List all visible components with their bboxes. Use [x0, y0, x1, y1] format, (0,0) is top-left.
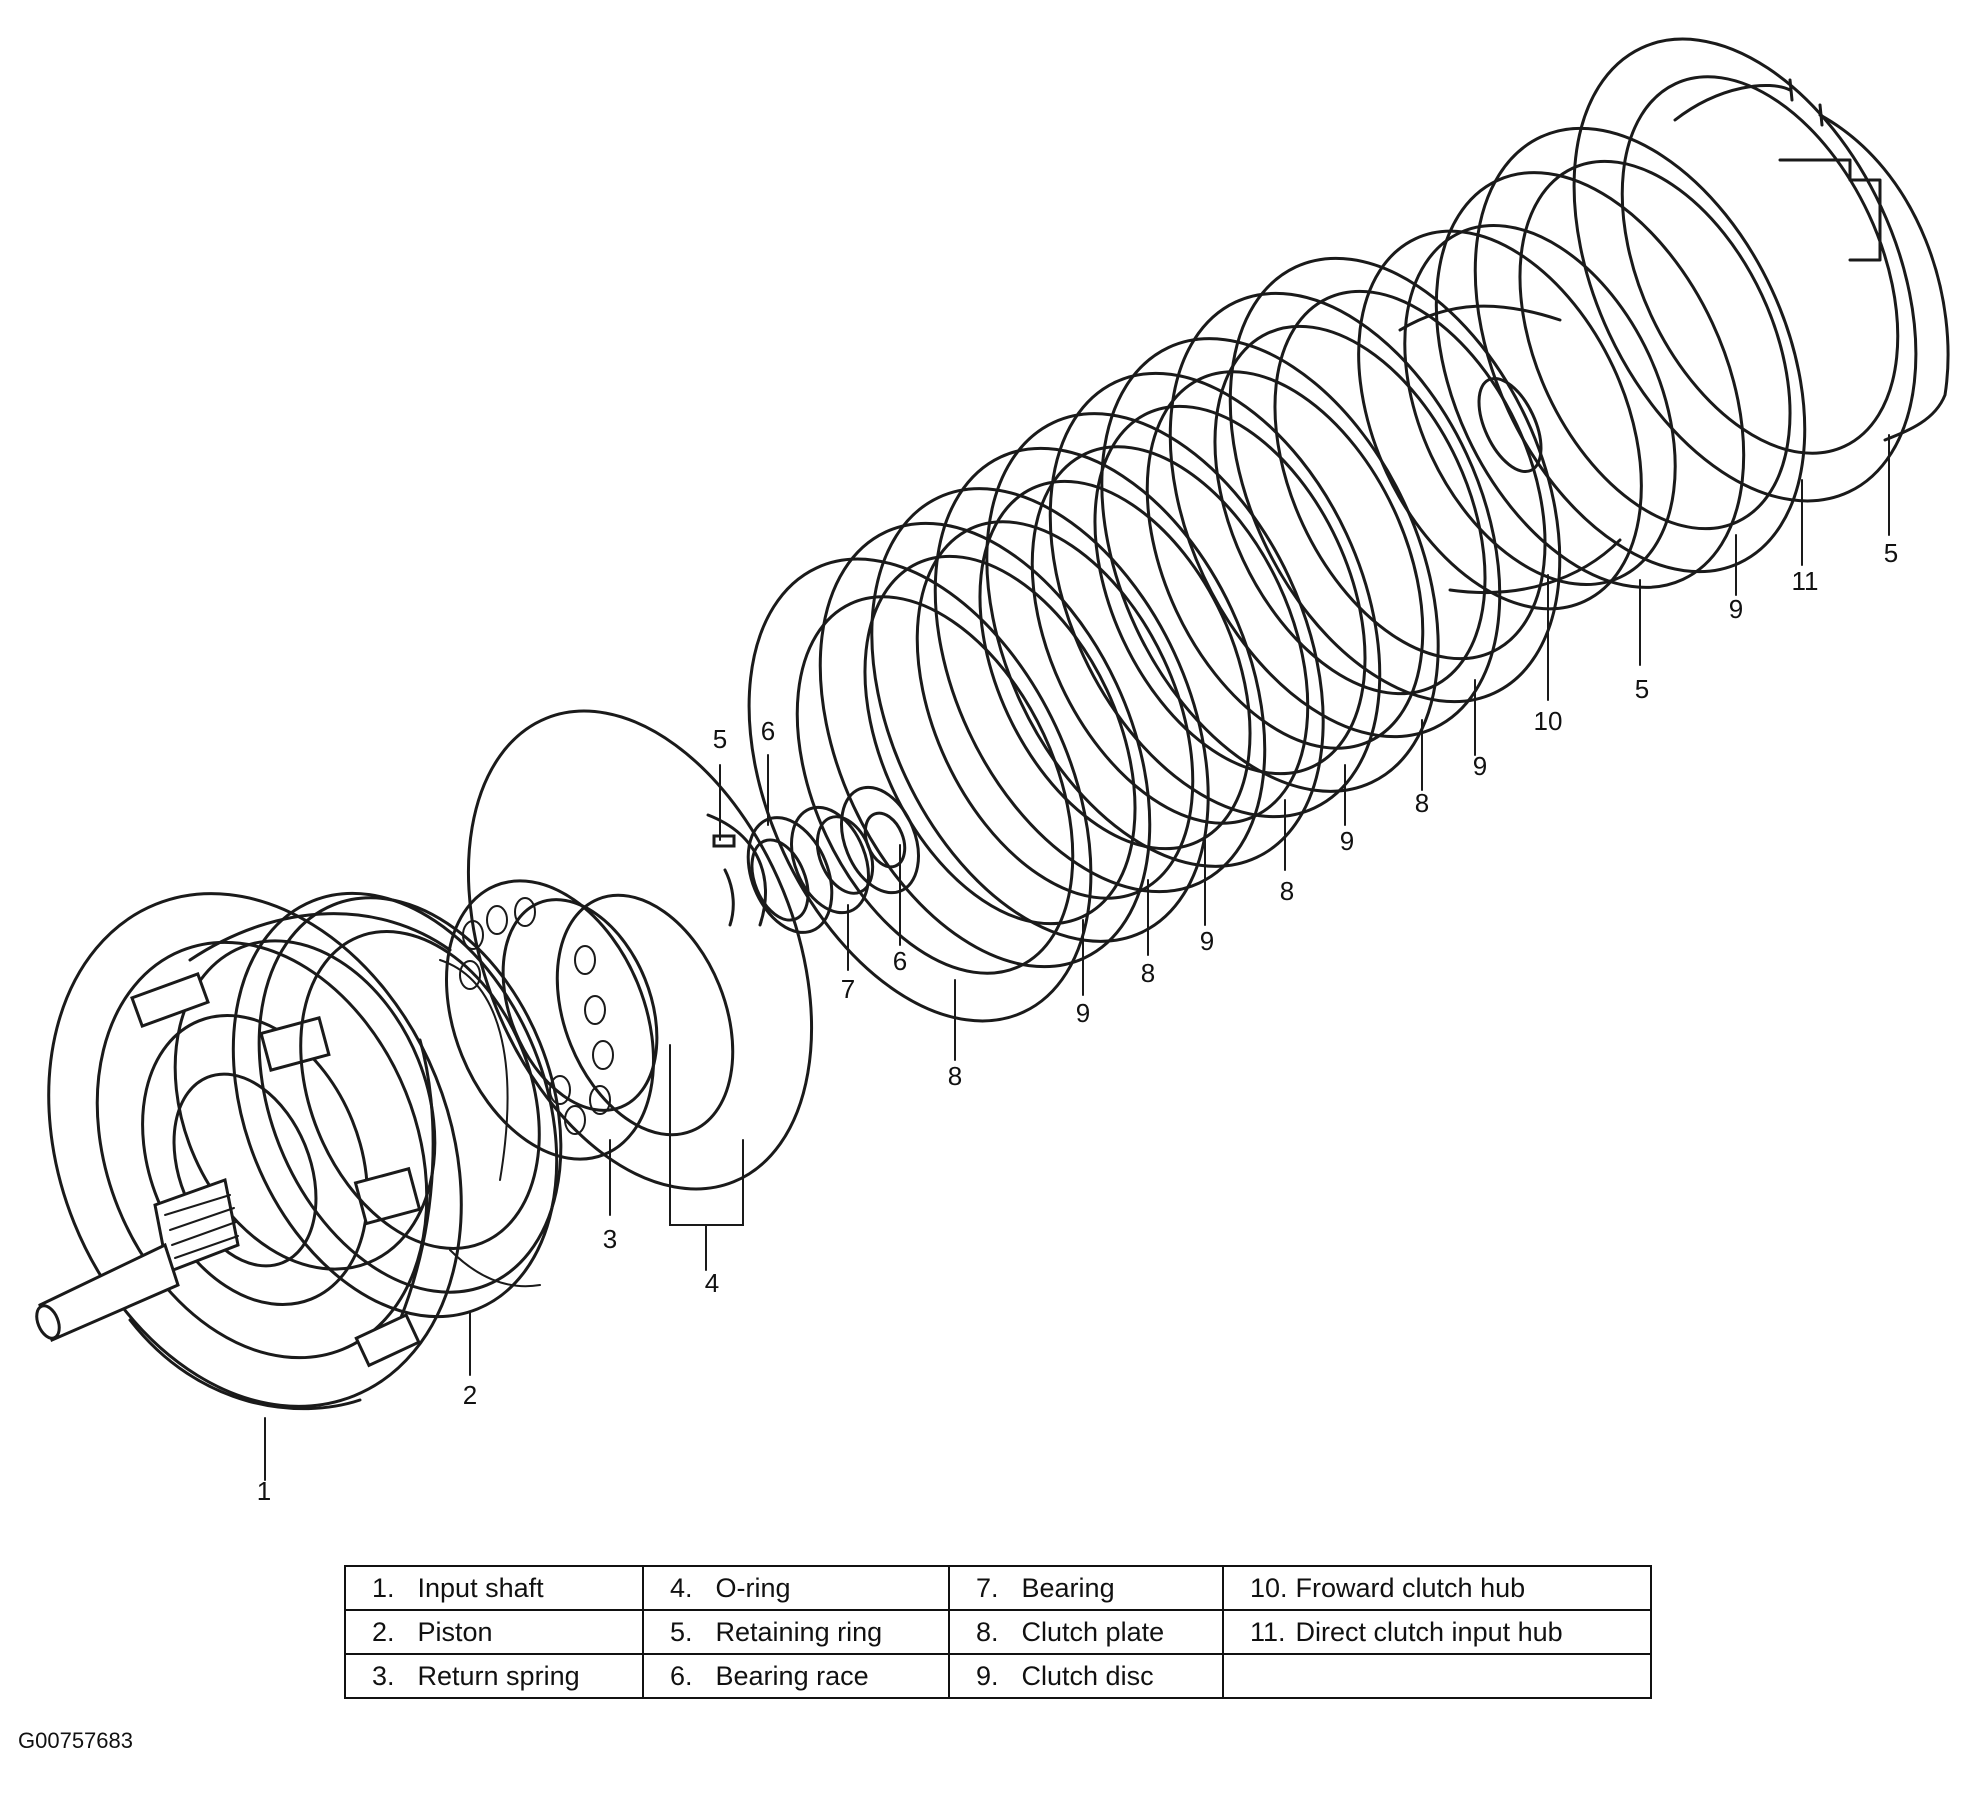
legend-number: 9.	[976, 1660, 999, 1691]
legend-part-name: Retaining ring	[715, 1616, 883, 1647]
legend-part-name: O-ring	[715, 1572, 791, 1603]
legend-cell: 6. Bearing race	[642, 1653, 950, 1699]
callout-9-a: 9	[1076, 998, 1090, 1028]
legend-cell: 9. Clutch disc	[948, 1653, 1224, 1699]
callout-labels: 1 2 3 4 5 6 7 6 8 9 8 9 8 9 8 9 10 5 9 1…	[257, 538, 1898, 1506]
callout-9-d: 9	[1473, 751, 1487, 781]
legend-part-name: Input shaft	[417, 1572, 544, 1603]
callout-5-end: 5	[1884, 538, 1898, 568]
legend-row: 2. Piston 5. Retaining ring 8. Clutch pl…	[344, 1609, 1652, 1655]
callout-9-b: 9	[1200, 926, 1214, 956]
direct-clutch-input-hub	[1572, 37, 1918, 503]
legend-cell: 2. Piston	[344, 1609, 644, 1655]
legend-part-name: Bearing race	[715, 1660, 869, 1691]
leader-lines	[264, 434, 1890, 1481]
legend-cell: 10. Froward clutch hub	[1222, 1565, 1652, 1611]
legend-cell: 7. Bearing	[948, 1565, 1224, 1611]
legend-cell-empty	[1222, 1653, 1652, 1699]
legend-number: 10.	[1250, 1572, 1288, 1603]
legend-cell: 4. O-ring	[642, 1565, 950, 1611]
legend-part-name: Clutch plate	[1021, 1616, 1165, 1647]
callout-3: 3	[603, 1224, 617, 1254]
legend-number: 6.	[670, 1660, 693, 1691]
legend-part-name: Piston	[417, 1616, 493, 1647]
legend-cell: 1. Input shaft	[344, 1565, 644, 1611]
snap-ring-end	[1673, 78, 1950, 442]
legend-part-name: Bearing	[1021, 1572, 1115, 1603]
return-spring	[445, 879, 659, 1161]
callout-7: 7	[841, 974, 855, 1004]
parts-legend-table: 1. Input shaft 4. O-ring 7. Bearing 10. …	[344, 1565, 1652, 1699]
callout-6-front: 6	[761, 716, 775, 746]
snap-ring-front	[706, 813, 768, 927]
callout-8-c: 8	[1280, 876, 1294, 906]
legend-number: 7.	[976, 1572, 999, 1603]
figure-id: G00757683	[18, 1728, 133, 1753]
callout-8-d: 8	[1415, 788, 1429, 818]
legend-number: 11.	[1250, 1616, 1286, 1647]
legend-row: 3. Return spring 6. Bearing race 9. Clut…	[344, 1653, 1652, 1699]
callout-2: 2	[463, 1380, 477, 1410]
legend-cell: 5. Retaining ring	[642, 1609, 950, 1655]
input-shaft-drum	[35, 892, 463, 1411]
callout-8-a: 8	[948, 1061, 962, 1091]
callout-10: 10	[1534, 706, 1563, 736]
callout-6-rear: 6	[893, 946, 907, 976]
legend-cell: 8. Clutch plate	[948, 1609, 1224, 1655]
callout-11: 11	[1792, 566, 1819, 596]
legend-cell: 3. Return spring	[344, 1653, 644, 1699]
legend-cell: 11. Direct clutch input hub	[1222, 1609, 1652, 1655]
legend-row: 1. Input shaft 4. O-ring 7. Bearing 10. …	[344, 1565, 1652, 1611]
legend-part-name: Return spring	[417, 1660, 580, 1691]
callout-1: 1	[257, 1476, 271, 1506]
piston	[231, 891, 563, 1319]
legend-number: 2.	[372, 1616, 395, 1647]
o-rings	[466, 709, 814, 1191]
callout-9-c: 9	[1340, 826, 1354, 856]
legend-part-name: Froward clutch hub	[1295, 1572, 1526, 1603]
callout-5-rear: 5	[1635, 674, 1649, 704]
legend-part-name: Clutch disc	[1021, 1660, 1154, 1691]
callout-4: 4	[705, 1268, 719, 1298]
callout-8-b: 8	[1141, 958, 1155, 988]
callout-9-e: 9	[1729, 594, 1743, 624]
legend-number: 5.	[670, 1616, 693, 1647]
exploded-view-diagram: 1 2 3 4 5 6 7 6 8 9 8 9 8 9 8 9 10 5 9 1…	[35, 37, 1950, 1506]
legend-number: 3.	[372, 1660, 395, 1691]
legend-number: 1.	[372, 1572, 395, 1603]
legend-part-name: Direct clutch input hub	[1295, 1616, 1563, 1647]
legend-number: 4.	[670, 1572, 693, 1603]
rear-rings	[1434, 126, 1807, 589]
legend-number: 8.	[976, 1616, 999, 1647]
callout-5-front: 5	[713, 724, 727, 754]
clutch-pack	[747, 256, 1562, 1023]
